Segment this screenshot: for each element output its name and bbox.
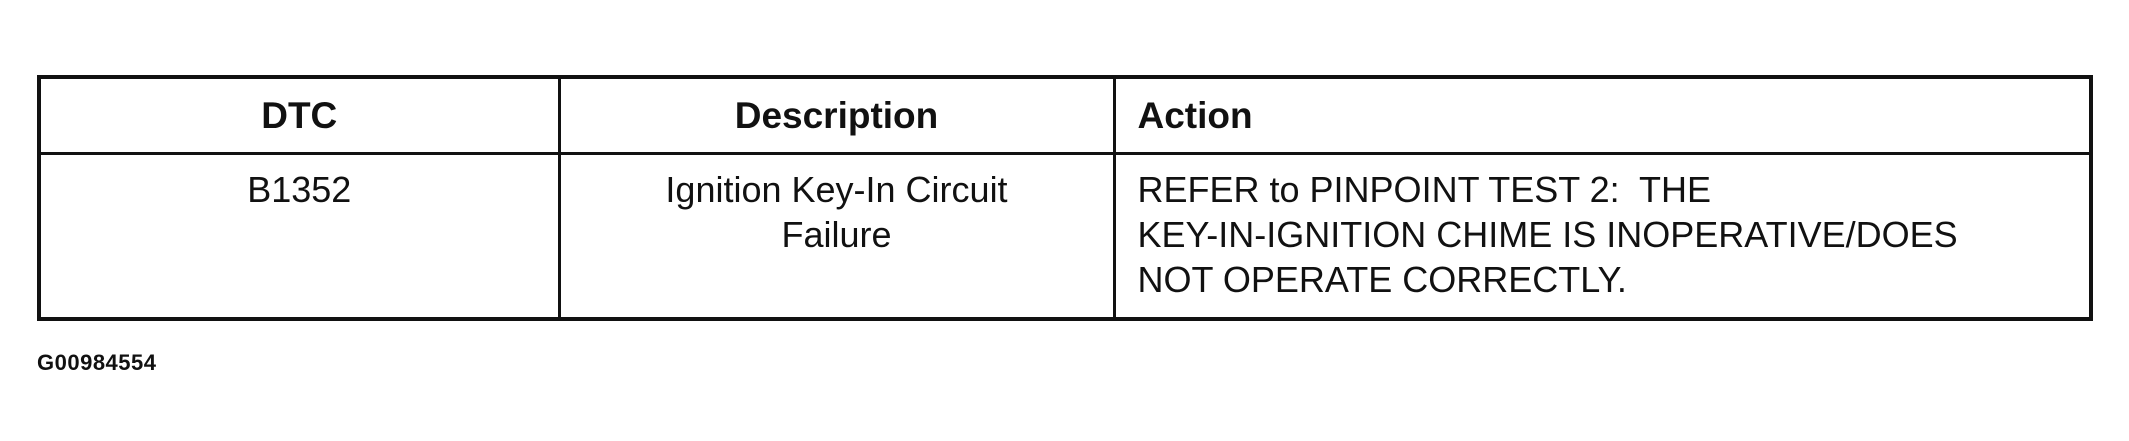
table-header-row: DTC Description Action <box>37 75 2093 155</box>
cell-action: REFER to PINPOINT TEST 2: THE KEY-IN-IGN… <box>1112 152 2093 321</box>
header-description: Description <box>557 75 1116 155</box>
dtc-table: DTC Description Action B1352 Ignition Ke… <box>37 75 2093 321</box>
action-line-3: NOT OPERATE CORRECTLY. <box>1137 259 1627 300</box>
action-line-2: KEY-IN-IGNITION CHIME IS INOPERATIVE/DOE… <box>1137 214 1958 255</box>
figure-id-label: G00984554 <box>37 350 157 375</box>
table-row: B1352 Ignition Key-In Circuit Failure RE… <box>37 152 2093 321</box>
description-line-1: Ignition Key-In Circuit <box>665 169 1008 210</box>
header-action: Action <box>1112 75 2093 155</box>
cell-dtc-code: B1352 <box>37 152 561 321</box>
cell-description: Ignition Key-In Circuit Failure <box>557 152 1116 321</box>
description-line-2: Failure <box>781 214 892 255</box>
dtc-code-text: B1352 <box>247 169 352 210</box>
header-dtc: DTC <box>37 75 561 155</box>
action-line-1: REFER to PINPOINT TEST 2: THE <box>1137 169 1712 210</box>
